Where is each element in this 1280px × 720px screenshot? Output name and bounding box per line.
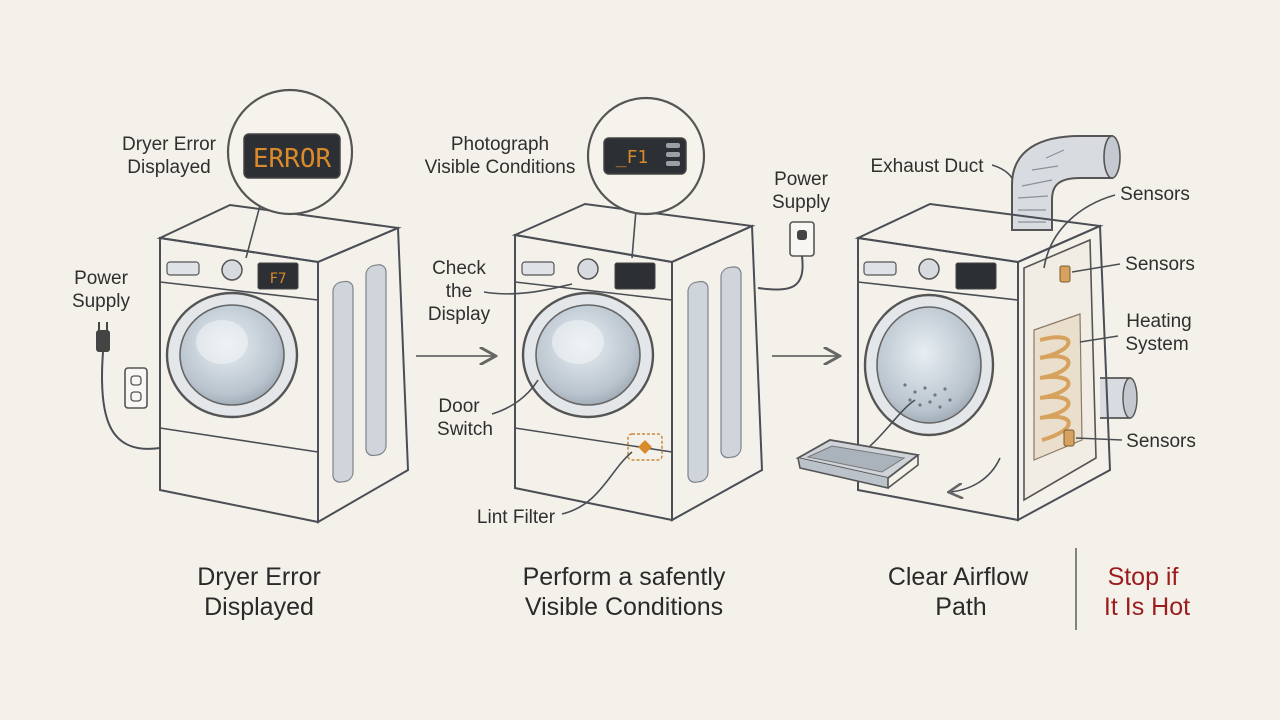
label-power-supply-1-line2: Supply <box>72 291 131 312</box>
label-sensors-1: Sensors <box>1120 184 1190 205</box>
knob-icon <box>577 258 599 280</box>
label-check-line3: Display <box>428 304 491 325</box>
label-check-line2: the <box>446 281 472 302</box>
label-lint-filter: Lint Filter <box>477 507 556 528</box>
label-door-switch-line2: Switch <box>437 419 493 440</box>
error-zoom-bubble: ERROR <box>226 88 354 259</box>
label-heating-line2: System <box>1125 334 1188 355</box>
heating-coil <box>1039 335 1071 442</box>
caption-1-line1: Dryer Error <box>197 563 321 591</box>
panel-display-1: F7 <box>270 271 287 287</box>
label-door-switch-line1: Door <box>438 396 480 417</box>
knob-icon <box>918 258 940 280</box>
label-photograph-line2: Visible Conditions <box>425 157 576 178</box>
sensor-icon-top <box>1059 265 1071 283</box>
caption-2-line1: Perform a safently <box>523 563 726 591</box>
label-dryer-error-line2: Displayed <box>127 157 210 178</box>
label-heating-line1: Heating <box>1126 311 1192 332</box>
dryer-2 <box>511 202 764 522</box>
lint-tray <box>795 439 921 490</box>
f1-display: _F1 <box>616 147 649 168</box>
caption-3-line2: Path <box>935 593 986 621</box>
label-check-line1: Check <box>432 258 486 279</box>
label-power-supply-2-line1: Power <box>774 169 829 190</box>
dryer-3 <box>854 202 1112 522</box>
outlet-icon <box>124 367 148 409</box>
caption-3-line1: Clear Airflow <box>888 563 1029 591</box>
photo-zoom-bubble: _F1 <box>586 96 706 259</box>
warning-line2: It Is Hot <box>1104 593 1190 621</box>
panel-3: Exhaust Duct Sensors Sensors Heating Sys… <box>795 135 1196 621</box>
lint-filter-marker <box>627 433 663 461</box>
label-exhaust-duct: Exhaust Duct <box>871 156 985 177</box>
label-sensors-2: Sensors <box>1125 254 1195 275</box>
plug-icon <box>96 322 110 352</box>
label-photograph-line1: Photograph <box>451 134 549 155</box>
error-display: ERROR <box>253 144 332 174</box>
warning-line1: Stop if <box>1108 563 1179 591</box>
label-power-supply-1-line1: Power <box>74 268 129 289</box>
knob-icon <box>221 259 243 281</box>
panel-1: F7 ERROR Dryer Error Displayed Power Sup… <box>72 88 410 621</box>
power-cord-1 <box>100 351 161 450</box>
wall-outlet-icon <box>789 221 815 257</box>
sensor-icon-bottom <box>1063 429 1075 447</box>
label-dryer-error-line1: Dryer Error <box>122 134 217 155</box>
label-power-supply-2-line2: Supply <box>772 192 831 213</box>
caption-2-line2: Visible Conditions <box>525 593 723 621</box>
label-sensors-3: Sensors <box>1126 431 1196 452</box>
panel-2: _F1 Photograph Visible Conditions Power … <box>425 96 831 621</box>
caption-1-line2: Displayed <box>204 593 314 621</box>
power-cord-2 <box>757 255 804 291</box>
dryer-1: F7 <box>156 203 410 524</box>
